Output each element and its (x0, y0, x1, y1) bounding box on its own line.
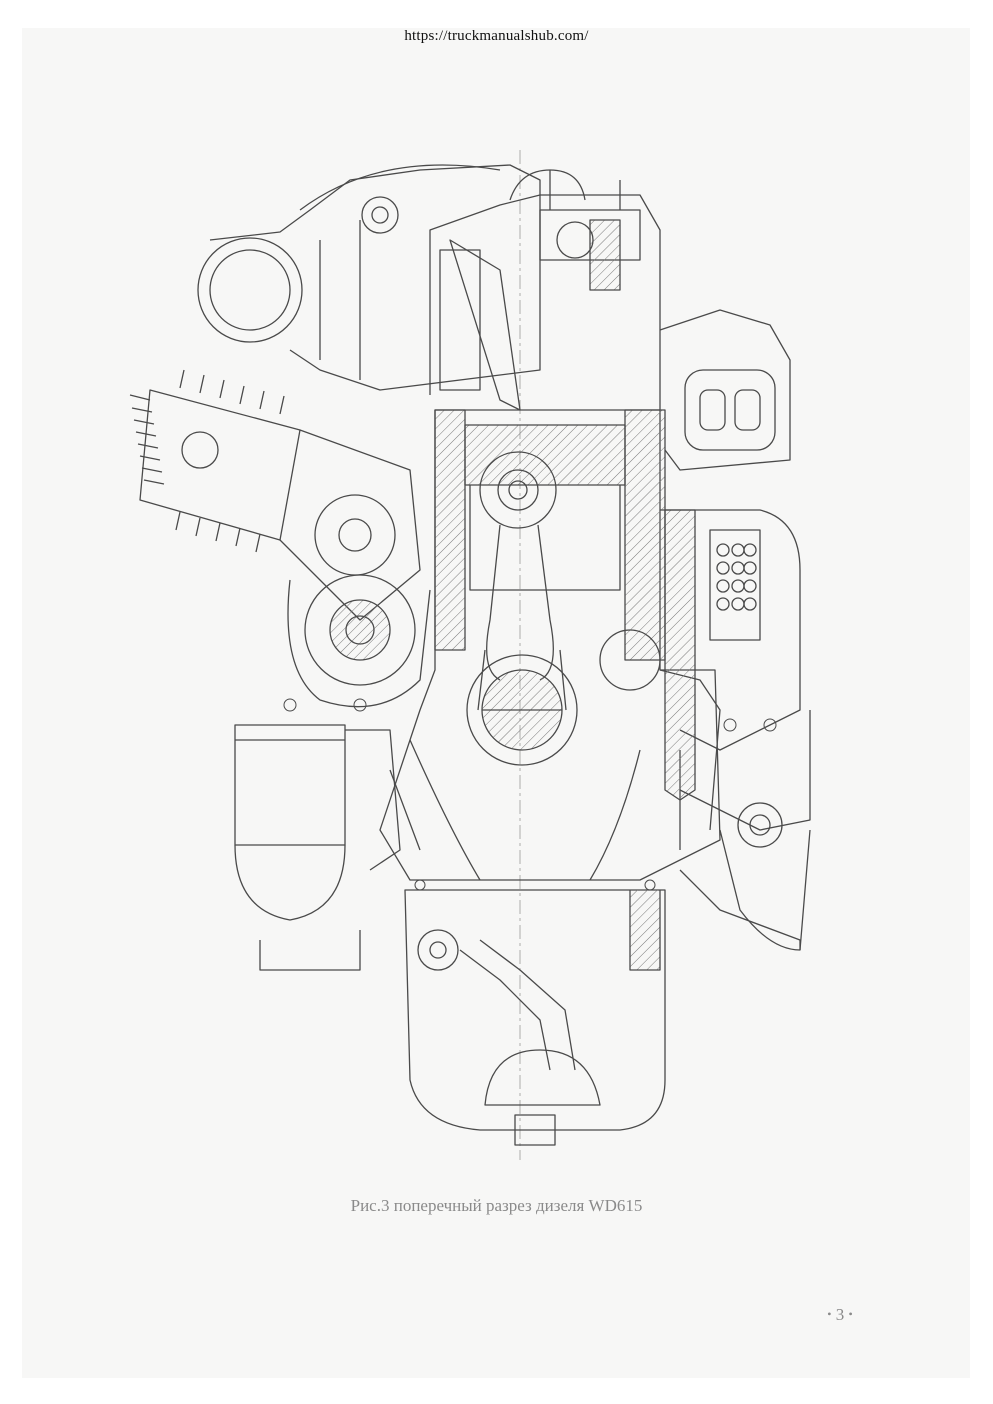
flywheel-housing (259, 829, 811, 971)
page-number-bullet-right: • (848, 1307, 853, 1321)
cylinder-head (429, 169, 661, 411)
page-number-value: 3 (835, 1305, 845, 1324)
oil-pan (404, 889, 666, 1146)
figure-caption: Рис.3 поперечный разрез дизеля WD615 (350, 1196, 643, 1215)
page-number-bullet-left: • (827, 1307, 832, 1321)
oil-filter (234, 724, 401, 921)
page-number: • 3 • (800, 1305, 880, 1325)
oil-cooler (660, 509, 811, 848)
engine-cross-section-drawing (120, 150, 820, 1160)
cylinder-block (379, 409, 721, 881)
exhaust-manifold (659, 309, 791, 471)
air-compressor (129, 369, 431, 708)
turbocharger (197, 164, 541, 391)
source-url[interactable]: https://truckmanualshub.com/ (404, 28, 589, 44)
bolts (283, 698, 777, 891)
piston-and-connecting-rod (466, 451, 578, 766)
